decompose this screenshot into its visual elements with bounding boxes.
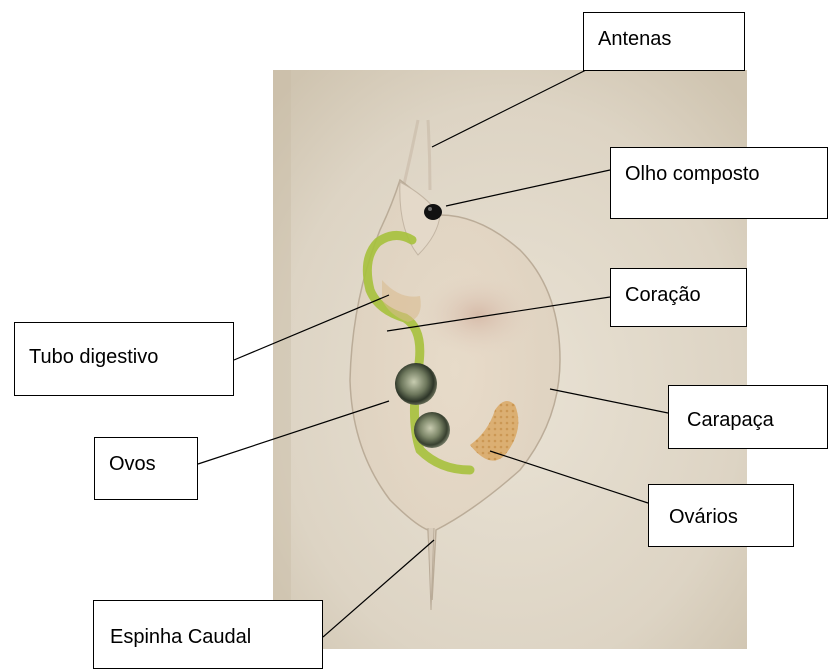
heart-shape	[418, 273, 538, 357]
egg-shape-2	[414, 412, 450, 448]
eye-highlight	[428, 207, 432, 211]
label-carapaca: Carapaça	[668, 385, 828, 449]
label-antenas: Antenas	[583, 12, 745, 71]
label-olho-composto: Olho composto	[610, 147, 828, 219]
label-tubo-digestivo: Tubo digestivo	[14, 322, 234, 396]
label-coracao: Coração	[610, 268, 747, 327]
egg-shape-1	[395, 363, 437, 405]
compound-eye-shape	[424, 204, 442, 220]
label-espinha-caudal: Espinha Caudal	[93, 600, 323, 669]
label-ovos: Ovos	[94, 437, 198, 500]
label-ovarios: Ovários	[648, 484, 794, 547]
photo-left-shade	[273, 70, 291, 649]
